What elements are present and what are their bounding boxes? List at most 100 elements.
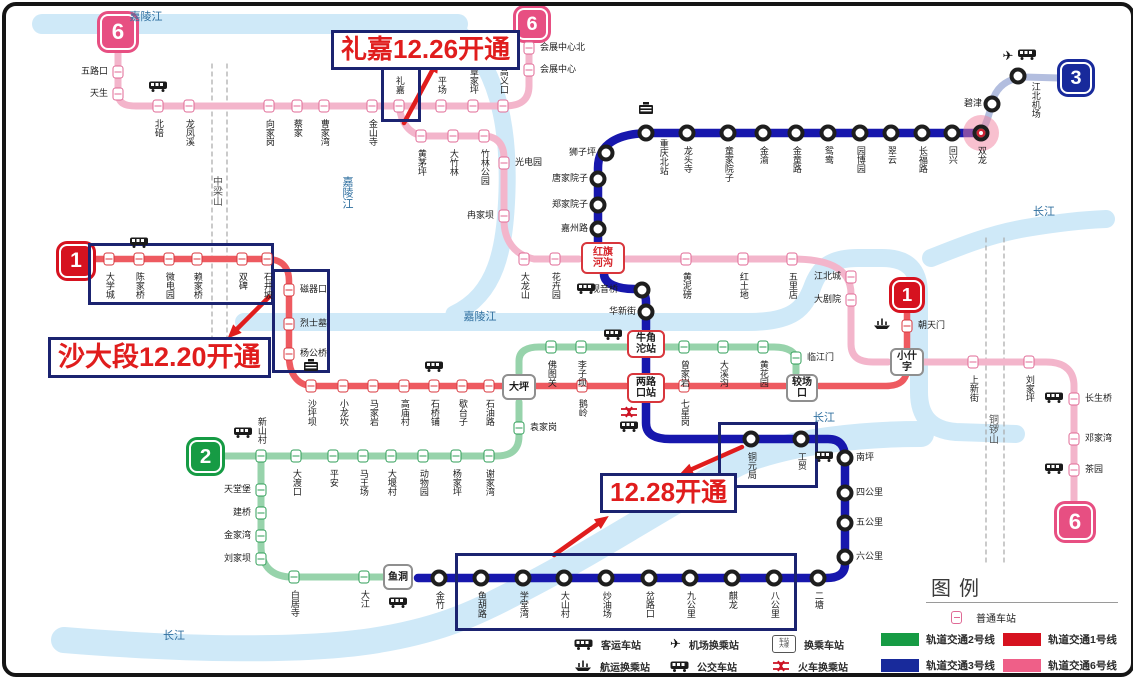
station-label: 赖家桥 <box>192 272 203 299</box>
station <box>367 379 379 393</box>
station <box>290 449 302 463</box>
station-label: 唐家院子 <box>551 173 588 184</box>
station-label: 金竹 <box>434 591 445 609</box>
station <box>637 124 655 142</box>
station <box>385 449 397 463</box>
station-label: 麒龙 <box>727 591 738 609</box>
station <box>467 99 479 113</box>
legend-line-item: 轨道交通3号线 <box>881 658 1003 673</box>
station-label: 双龙 <box>976 146 987 164</box>
interchange-station: 较场口 <box>786 374 818 402</box>
bus-icon <box>389 597 408 608</box>
station-icon-wrap <box>620 419 639 437</box>
station <box>836 449 854 467</box>
station <box>255 529 267 543</box>
annotation-box-1 <box>272 269 330 373</box>
station-label: 狮子坪 <box>568 147 596 158</box>
interchange-station: 鱼洞 <box>383 564 413 590</box>
station <box>103 252 115 266</box>
line-badge-6: 6 <box>1057 504 1093 540</box>
station-label: 翠云 <box>886 146 897 164</box>
line-badge-6: 6 <box>100 14 136 50</box>
station-label: 曹家湾 <box>319 119 330 146</box>
river <box>235 249 1025 443</box>
station <box>845 270 857 284</box>
metro-line-path-3 <box>920 358 1078 508</box>
station-label: 黄泥磅 <box>681 272 692 299</box>
station <box>255 506 267 520</box>
station-label: 回兴 <box>947 146 958 164</box>
bus-icon <box>577 283 596 294</box>
river-label: 嘉陵江 <box>463 311 497 323</box>
station <box>283 347 295 361</box>
station-label: 观音桥 <box>590 284 618 295</box>
station-icon-wrap <box>577 281 596 299</box>
river-label: 嘉陵江 <box>341 176 353 209</box>
interchange-station: 牛角沱站 <box>627 330 665 358</box>
station-label: 双碑 <box>237 272 248 290</box>
station <box>152 99 164 113</box>
station-label: 金童路 <box>791 146 802 173</box>
icon-legend-label: 公交车站 <box>697 662 737 674</box>
station-label: 嘉州路 <box>560 223 588 234</box>
station-label: 华新街 <box>608 306 636 317</box>
station <box>836 514 854 532</box>
station-label: 高义口 <box>498 67 509 94</box>
mountain-label: 铜锣山 <box>986 414 998 444</box>
station <box>737 252 749 266</box>
station-label: 黄茅坪 <box>416 149 427 176</box>
river <box>51 421 934 662</box>
line-badge-3: 3 <box>1060 62 1092 94</box>
station <box>518 252 530 266</box>
icon-legend-label: 客运车站 <box>601 640 641 652</box>
station-label: 五公里 <box>856 517 884 528</box>
station <box>589 196 607 214</box>
station <box>133 252 145 266</box>
station <box>291 99 303 113</box>
station-label: 会展中心北 <box>540 42 586 53</box>
station <box>589 220 607 238</box>
station <box>790 351 802 365</box>
annotation-arrow <box>551 520 602 558</box>
station-label: 金渝 <box>758 146 769 164</box>
station <box>483 379 495 393</box>
station-icon-wrap <box>604 327 623 345</box>
annotation-lijia-opening: 礼嘉12.26开通 <box>331 30 521 70</box>
icon-legend-label: 航运换乘站 <box>600 662 650 674</box>
metro-line-path-4 <box>202 398 523 460</box>
annotation-box-2 <box>381 66 421 122</box>
station-icon-wrap <box>638 102 654 120</box>
station <box>678 340 690 354</box>
metro-line-path-16 <box>413 398 850 583</box>
legend-line-swatches: 轨道交通2号线轨道交通1号线轨道交通3号线轨道交通6号线 <box>881 632 1125 673</box>
bus-icon <box>604 329 623 340</box>
ordinary-station-label: 普通车站 <box>976 614 1016 625</box>
station-icon-wrap <box>1018 47 1037 65</box>
station-label: 大龙山 <box>519 272 530 299</box>
station-label: 建桥 <box>232 507 251 518</box>
station-label: 会展中心 <box>540 64 577 75</box>
station <box>681 569 699 587</box>
station <box>430 569 448 587</box>
legend-divider <box>926 602 1118 603</box>
station <box>366 99 378 113</box>
station <box>497 99 509 113</box>
station-label: 炒油场 <box>601 591 612 618</box>
station <box>283 283 295 297</box>
legend-line-item: 轨道交通2号线 <box>881 632 1003 647</box>
icon-legend-label: 换乘车站 <box>804 640 844 652</box>
station-label: 南坪 <box>856 452 875 463</box>
station <box>757 340 769 354</box>
station-label: 大溪沟 <box>718 360 729 387</box>
station <box>498 156 510 170</box>
station <box>1068 463 1080 477</box>
station <box>597 569 615 587</box>
station-label: 杨家坪 <box>451 469 462 496</box>
station-label: 陈家桥 <box>134 272 145 299</box>
station-label: 冉家坝 <box>466 210 494 221</box>
bus-icon <box>425 361 444 372</box>
station <box>680 252 692 266</box>
icon-legend-item: ✈机场换乘站 <box>670 636 772 652</box>
station <box>337 379 349 393</box>
bus-icon <box>234 427 253 438</box>
